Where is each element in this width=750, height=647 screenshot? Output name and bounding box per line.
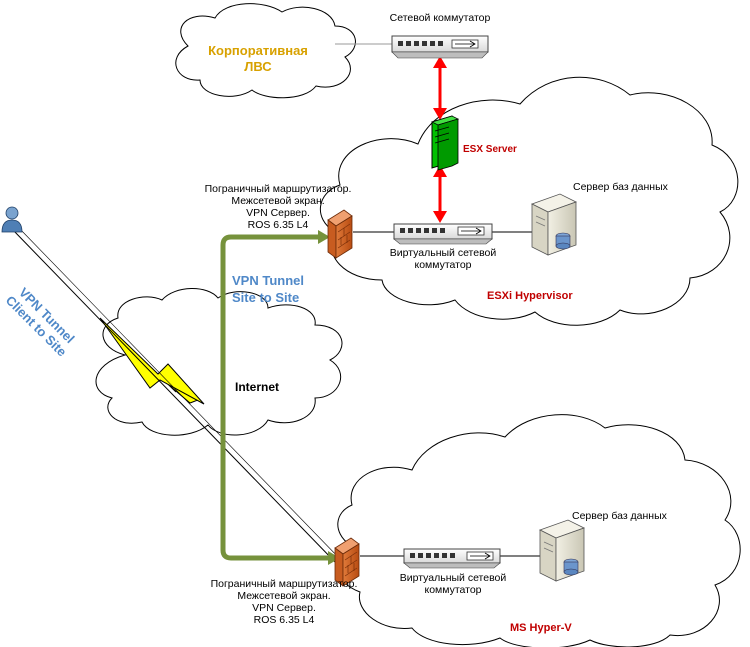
db-top-label: Сервер баз данных bbox=[573, 181, 668, 193]
core-switch-icon bbox=[391, 35, 489, 59]
vpn-site-line-2: Site to Site bbox=[232, 290, 300, 305]
vswitch-top-label: Виртуальный сетевой коммутатор bbox=[382, 247, 504, 271]
ms-hyperv-label: MS Hyper-V bbox=[510, 622, 572, 634]
vswitch-bottom-label: Виртуальный сетевой коммутатор bbox=[392, 572, 514, 596]
vswitch-bottom-line-2: коммутатор bbox=[424, 584, 482, 596]
router-top-line-3: VPN Сервер. bbox=[246, 207, 310, 219]
esx-server-icon bbox=[430, 115, 460, 171]
router-bottom-line-2: Межсетевой экран. bbox=[237, 590, 331, 602]
internet-label: Internet bbox=[235, 380, 280, 394]
db-bottom-label: Сервер баз данных bbox=[572, 510, 667, 522]
router-bottom-line-4: ROS 6.35 L4 bbox=[253, 614, 315, 626]
tunnel-arrow-top bbox=[318, 230, 330, 244]
router-top-line-1: Пограничный маршрутизатор. bbox=[204, 183, 352, 195]
corporate-lan-line-2: ЛВС bbox=[244, 59, 272, 74]
remote-user-icon bbox=[1, 206, 23, 233]
internet-cloud bbox=[95, 288, 343, 436]
router-bottom-line-1: Пограничный маршрутизатор. bbox=[210, 578, 358, 590]
vpn-site-line-1: VPN Tunnel bbox=[232, 273, 304, 288]
vswitch-top-icon bbox=[393, 223, 493, 245]
corporate-lan-line-1: Корпоративная bbox=[208, 43, 308, 58]
db-server-top-icon bbox=[530, 193, 578, 256]
client-tunnel-line-a bbox=[12, 229, 337, 564]
vpn-site-tunnel bbox=[220, 234, 332, 561]
corporate-lan-label: Корпоративная ЛВС bbox=[194, 43, 322, 75]
firewall-top-icon bbox=[327, 209, 353, 259]
router-bottom-line-3: VPN Сервер. bbox=[252, 602, 316, 614]
lightning-bolt-icon bbox=[99, 317, 205, 405]
esxi-hypervisor-label: ESXi Hypervisor bbox=[487, 290, 573, 302]
tunnel-arrow-bottom bbox=[328, 551, 340, 565]
router-top-label: Пограничный маршрутизатор. Межсетевой эк… bbox=[190, 183, 366, 231]
router-top-line-2: Межсетевой экран. bbox=[231, 195, 325, 207]
esx-server-label: ESX Server bbox=[463, 144, 517, 155]
core-switch-label: Сетевой коммутатор bbox=[389, 12, 491, 24]
uplink-arrow bbox=[433, 56, 447, 120]
router-bottom-label: Пограничный маршрутизатор. Межсетевой эк… bbox=[196, 578, 372, 626]
router-top-line-4: ROS 6.35 L4 bbox=[247, 219, 309, 231]
corporate-lan-cloud bbox=[175, 3, 356, 99]
client-tunnel-line-b bbox=[18, 227, 343, 562]
downlink-arrow bbox=[433, 165, 447, 223]
vswitch-bottom-icon bbox=[403, 548, 501, 569]
vpn-site-label: VPN Tunnel Site to Site bbox=[232, 272, 304, 306]
esxi-cloud bbox=[319, 76, 739, 326]
hyperv-cloud bbox=[336, 414, 741, 647]
db-server-bottom-icon bbox=[538, 519, 586, 582]
vswitch-top-line-1: Виртуальный сетевой bbox=[389, 247, 497, 259]
vswitch-top-line-2: коммутатор bbox=[414, 259, 472, 271]
vswitch-bottom-line-1: Виртуальный сетевой bbox=[399, 572, 507, 584]
firewall-bottom-icon bbox=[334, 537, 360, 587]
